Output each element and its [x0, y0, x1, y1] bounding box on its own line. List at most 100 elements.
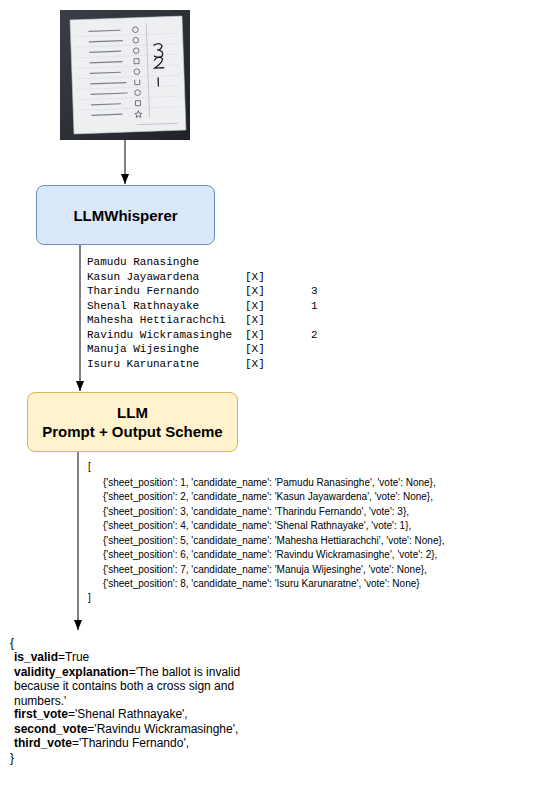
text-line: validity_explanation='The ballot is inva…	[14, 665, 256, 708]
row-rule	[76, 75, 180, 79]
text-line: Manuja Wijesinghe	[87, 342, 199, 356]
text-line: third_vote='Tharindu Fernando',	[14, 736, 189, 750]
ocr-text: [X]	[245, 343, 265, 355]
box-label: LLMWhisperer	[73, 206, 177, 225]
row-text-mark	[90, 72, 121, 73]
json-record: {'sheet_position': 2, 'candidate_name': …	[103, 491, 433, 502]
party-symbol	[135, 101, 140, 106]
ocr-text: [X]	[245, 329, 265, 341]
ocr-text: [X]	[245, 271, 265, 283]
text-line: Shenal Rathnayake	[87, 299, 199, 313]
ocr-text: Manuja Wijesinghe	[87, 343, 199, 355]
row-text-mark	[91, 93, 128, 94]
process-box: LLMPrompt + Output Scheme	[27, 392, 238, 452]
party-symbols	[132, 27, 142, 118]
ocr-text: Isuru Karunaratne	[87, 358, 199, 370]
text-line: {'sheet_position': 2, 'candidate_name': …	[103, 490, 433, 504]
json-record: {'sheet_position': 7, 'candidate_name': …	[103, 564, 427, 575]
text-line: 1	[311, 299, 318, 313]
field-name: second_vote	[14, 722, 87, 736]
row-text-mark	[89, 41, 123, 42]
text-line: [X]	[245, 313, 265, 327]
text-line: {'sheet_position': 4, 'candidate_name': …	[103, 519, 411, 533]
ocr-text: 3	[311, 285, 318, 297]
party-symbol	[133, 27, 139, 33]
ocr-text: 2	[311, 329, 318, 341]
text-line: is_valid=True	[14, 650, 89, 664]
text-line: {'sheet_position': 8, 'candidate_name': …	[103, 577, 420, 591]
text-line: Isuru Karunaratne	[87, 357, 199, 371]
ocr-text: Tharindu Fernando	[87, 285, 199, 297]
paper-sheet	[70, 16, 186, 134]
text-line: [X]	[245, 270, 265, 284]
text-line: [X]	[245, 342, 265, 356]
party-symbol	[133, 48, 139, 54]
ocr-text: Mahesha Hettiarachchi	[87, 314, 226, 326]
row-rule	[75, 33, 179, 37]
text-line: [X]	[245, 299, 265, 313]
flow-arrow	[78, 452, 79, 630]
handwritten-mark	[154, 57, 163, 68]
text-line: [X]	[245, 284, 265, 298]
box-label: Prompt + Output Scheme	[42, 422, 222, 441]
candidate-rows	[88, 30, 128, 115]
text-line: Ravindu Wickramasinghe	[87, 328, 232, 342]
row-text-mark	[88, 30, 120, 31]
text-line: Mahesha Hettiarachchi	[87, 313, 226, 327]
row-text-mark	[90, 62, 123, 63]
json-record: {'sheet_position': 1, 'candidate_name': …	[103, 477, 436, 488]
party-symbol	[135, 80, 140, 85]
json-record: {'sheet_position': 3, 'candidate_name': …	[103, 506, 409, 517]
ocr-text: [X]	[245, 314, 265, 326]
text-line: {'sheet_position': 3, 'candidate_name': …	[103, 505, 409, 519]
column-rule	[146, 23, 149, 117]
field-name: third_vote	[14, 736, 72, 750]
text-line: {'sheet_position': 6, 'candidate_name': …	[103, 548, 437, 562]
ocr-text: Kasun Jayawardena	[87, 271, 199, 283]
output-field: ='Shenal Rathnayake',	[68, 707, 188, 721]
flow-arrow	[125, 140, 126, 184]
json-bracket: ]	[88, 592, 91, 603]
ocr-text: [X]	[245, 358, 265, 370]
ballot-paper	[70, 16, 186, 134]
text-line: 3	[311, 284, 318, 298]
text-line: first_vote='Shenal Rathnayake',	[14, 707, 188, 721]
ocr-text: [X]	[245, 285, 265, 297]
text-line: {'sheet_position': 1, 'candidate_name': …	[103, 476, 436, 490]
ocr-text: Pamudu Ranasinghe	[87, 256, 199, 268]
json-record: {'sheet_position': 5, 'candidate_name': …	[103, 535, 445, 546]
text-line: Tharindu Fernando	[87, 284, 199, 298]
row-rule	[75, 44, 179, 48]
party-symbol	[134, 59, 139, 64]
output-brace: }	[10, 751, 14, 765]
party-symbol	[133, 37, 139, 43]
text-line: [	[88, 460, 91, 474]
row-rule	[77, 107, 181, 111]
footer-mark	[137, 123, 178, 124]
json-record: {'sheet_position': 8, 'candidate_name': …	[103, 578, 420, 589]
ocr-text: 1	[311, 300, 318, 312]
text-line: ]	[88, 591, 91, 605]
row-rules	[75, 33, 182, 110]
ocr-text: Ravindu Wickramasinghe	[87, 329, 232, 341]
row-rule	[75, 54, 179, 58]
handwritten-mark	[157, 78, 159, 86]
output-field: ='Tharindu Fernando',	[72, 736, 189, 750]
box-label: LLM	[117, 403, 148, 422]
text-line: {'sheet_position': 7, 'candidate_name': …	[103, 563, 427, 577]
field-name: is_valid	[14, 650, 58, 664]
flow-connector	[80, 245, 81, 391]
field-name: validity_explanation	[14, 665, 129, 679]
process-box: LLMWhisperer	[36, 185, 215, 245]
json-record: {'sheet_position': 4, 'candidate_name': …	[103, 520, 411, 531]
handwritten-mark	[154, 43, 163, 57]
output-brace: {	[10, 636, 14, 650]
output-field: =True	[58, 650, 89, 664]
row-text-mark	[91, 104, 121, 105]
photo-background	[60, 10, 190, 140]
field-name: first_vote	[14, 707, 68, 721]
ocr-text: Shenal Rathnayake	[87, 300, 199, 312]
handwritten-marks	[154, 43, 164, 86]
text-line: {	[10, 636, 14, 650]
